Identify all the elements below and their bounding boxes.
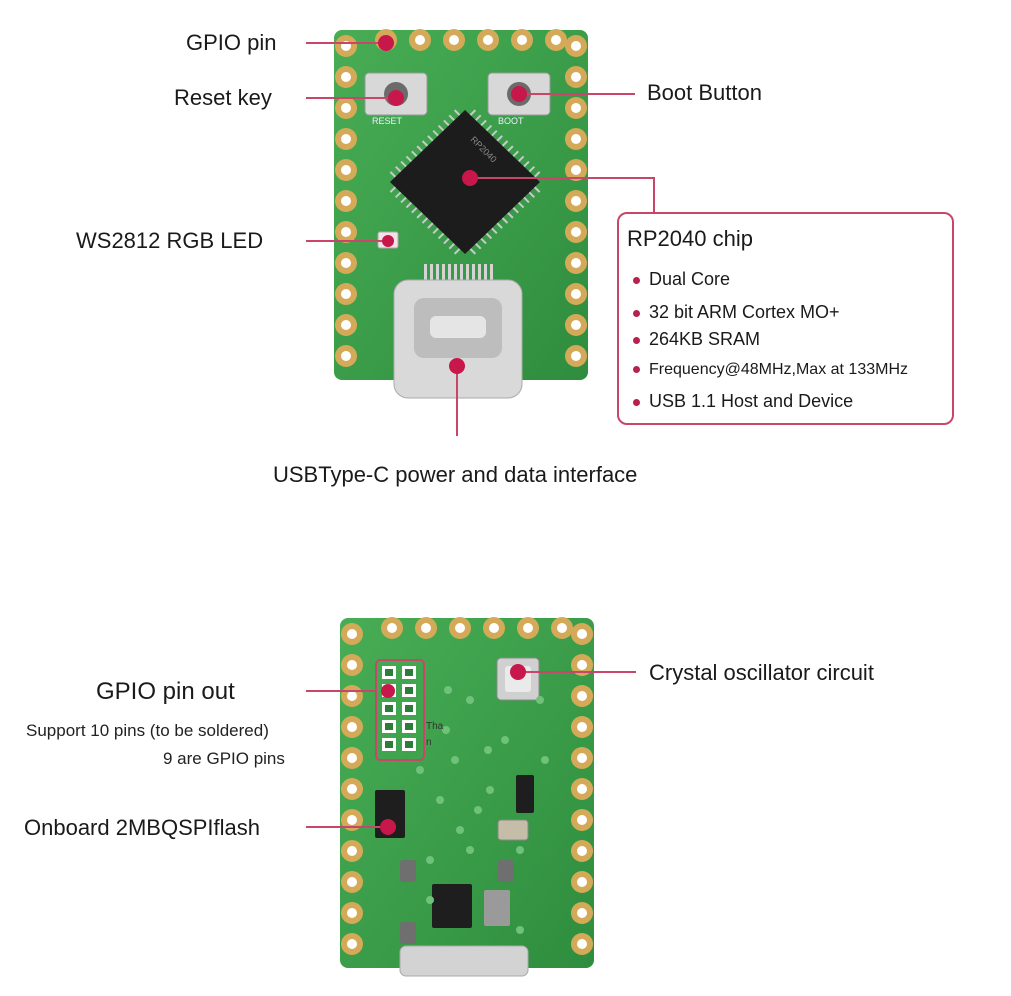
pin-pad — [565, 159, 587, 181]
pin-pad — [341, 716, 363, 738]
gpio-count-text: 9 are GPIO pins — [163, 749, 285, 768]
usb-c-connector-part — [393, 279, 523, 399]
usb-c-label: USBType-C power and data interface — [273, 462, 638, 487]
pin-pad — [565, 283, 587, 305]
silk-reset: RESET — [372, 116, 403, 126]
pin-pad — [341, 654, 363, 676]
bullet-icon — [633, 398, 640, 406]
feature-text: 32 bit ARM Cortex MO+ — [649, 302, 840, 322]
gpio-pin-out-label: GPIO pin out — [96, 678, 235, 705]
pin-pad — [335, 252, 357, 274]
pin-pad — [341, 685, 363, 707]
pin-pad — [571, 623, 593, 645]
feature-item: USB 1.1 Host and Device — [633, 391, 853, 412]
feature-item: 264KB SRAM — [633, 329, 760, 350]
silk-boot: BOOT — [498, 116, 524, 126]
pin-pad — [381, 617, 403, 639]
feature-item: 32 bit ARM Cortex MO+ — [633, 302, 840, 323]
pin-pad — [571, 716, 593, 738]
pin-pad — [335, 159, 357, 181]
pin-pad — [335, 190, 357, 212]
pin-pad — [341, 902, 363, 924]
pin-pad — [335, 97, 357, 119]
pin-pad — [571, 747, 593, 769]
pin-pad — [571, 778, 593, 800]
bottom-board — [340, 617, 594, 977]
feature-text: Dual Core — [649, 269, 731, 289]
pin-pad — [341, 933, 363, 955]
bottom-top-pads — [381, 617, 573, 639]
pin-pad — [341, 623, 363, 645]
pin-pad — [443, 29, 465, 51]
callout-dots — [378, 35, 527, 835]
pin-pad — [565, 221, 587, 243]
pin-pad — [335, 221, 357, 243]
rp2040-title: RP2040 chip — [627, 226, 753, 251]
feature-item: Dual Core — [633, 269, 730, 290]
pin-pad — [335, 345, 357, 367]
boot-button-label: Boot Button — [647, 80, 762, 105]
feature-text: 264KB SRAM — [649, 329, 761, 349]
pin-pad — [409, 29, 431, 51]
callout-lines — [306, 42, 655, 828]
pin-pad — [565, 345, 587, 367]
bullet-icon — [633, 309, 640, 317]
bullet-icon — [633, 276, 640, 284]
pin-pad — [335, 314, 357, 336]
pin-pad — [571, 840, 593, 862]
crystal-label: Crystal oscillator circuit — [649, 660, 874, 685]
pin-pad — [335, 128, 357, 150]
stray-text-n: n — [426, 737, 432, 748]
pin-pad — [517, 617, 539, 639]
feature-text: Frequency@48MHz,Max at 133MHz — [649, 361, 908, 378]
rgb-led-label: WS2812 RGB LED — [76, 228, 264, 253]
pin-pad — [565, 252, 587, 274]
pin-pad — [571, 871, 593, 893]
pin-pad — [341, 747, 363, 769]
pin-pad — [415, 617, 437, 639]
gpio-pin-label: GPIO pin — [186, 30, 277, 55]
pin-pad — [449, 617, 471, 639]
pin-pad — [565, 190, 587, 212]
bullet-icon — [633, 366, 640, 374]
feature-item: Frequency@48MHz,Max at 133MHz — [633, 361, 908, 379]
top-board: RESET BOOT RP2040 — [334, 29, 588, 399]
top-left-pads — [335, 35, 357, 367]
flash-label: Onboard 2MBQSPIflash — [24, 815, 261, 840]
top-right-pads — [565, 35, 587, 367]
pin-pad — [571, 933, 593, 955]
bullet-icon — [633, 336, 640, 344]
pin-pad — [483, 617, 505, 639]
pin-pad — [571, 685, 593, 707]
pin-pad — [545, 29, 567, 51]
pin-pad — [335, 66, 357, 88]
bottom-left-pads — [341, 623, 363, 955]
pin-pad — [565, 128, 587, 150]
pin-pad — [551, 617, 573, 639]
pin-pad — [335, 35, 357, 57]
bottom-right-pads — [571, 623, 593, 955]
pin-pad — [565, 314, 587, 336]
pin-pad — [565, 66, 587, 88]
feature-text: USB 1.1 Host and Device — [649, 391, 854, 411]
rp2040-info-panel: RP2040 chip Dual Core 32 bit ARM Cortex … — [617, 212, 954, 425]
pin-pad — [571, 654, 593, 676]
reset-key-label: Reset key — [174, 85, 272, 110]
pin-pad — [341, 778, 363, 800]
pin-pad — [565, 97, 587, 119]
stray-text-tha: Tha — [426, 721, 444, 732]
pin-pad — [335, 283, 357, 305]
pin-pad — [511, 29, 533, 51]
pin-pad — [571, 809, 593, 831]
support-pins-text: Support 10 pins (to be soldered) — [26, 721, 269, 740]
pin-pad — [571, 902, 593, 924]
pin-pad — [341, 809, 363, 831]
pin-pad — [565, 35, 587, 57]
pin-pad — [341, 871, 363, 893]
pin-pad — [477, 29, 499, 51]
pin-pad — [341, 840, 363, 862]
